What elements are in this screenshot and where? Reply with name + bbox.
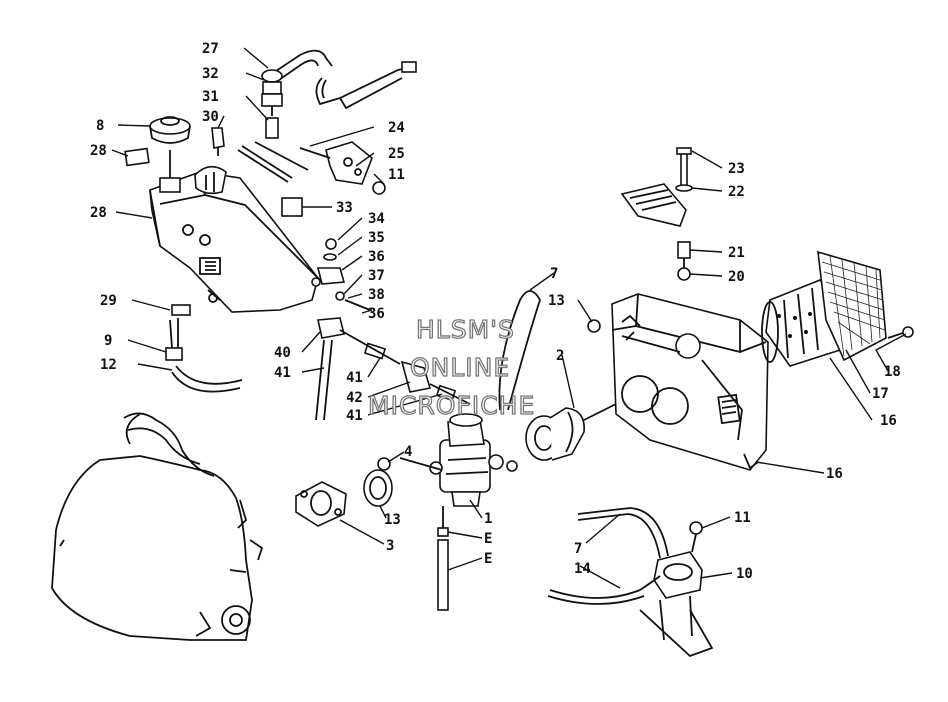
callout-28-lower: 28 xyxy=(90,205,107,221)
watermark-line-2: ONLINE xyxy=(410,353,510,382)
pump-hose-lower xyxy=(547,575,661,605)
carb-clamp-nut xyxy=(377,457,391,471)
callout-14: 14 xyxy=(574,561,591,577)
check-valve xyxy=(261,69,283,116)
callout-E-lower: E xyxy=(484,551,492,567)
callout-41-lower: 41 xyxy=(346,408,363,424)
callout-7-upper: 7 xyxy=(550,266,558,282)
callout-37: 37 xyxy=(368,268,385,284)
callout-16-screen: 16 xyxy=(880,413,897,429)
callout-20: 20 xyxy=(728,269,745,285)
callout-15-box: 16 xyxy=(826,466,843,482)
callout-4: 4 xyxy=(404,444,412,460)
callout-3: 3 xyxy=(386,538,394,554)
silencer-nut xyxy=(587,319,601,333)
label-plate xyxy=(124,147,150,167)
vent-hose xyxy=(269,49,417,110)
callout-25: 25 xyxy=(388,146,405,162)
callout-9: 9 xyxy=(104,333,112,349)
intake-screen xyxy=(817,250,887,362)
callout-2: 2 xyxy=(556,348,564,364)
silencer-mount-bracket xyxy=(620,183,687,227)
callout-13-right: 13 xyxy=(548,293,565,309)
callout-41-mid: 41 xyxy=(346,370,363,386)
callout-31: 31 xyxy=(202,89,219,105)
watermark: HLSM'S ONLINE MICROFICHE xyxy=(367,314,535,420)
callout-labels: 27 32 31 30 8 28 28 24 25 11 33 34 35 36… xyxy=(90,41,901,582)
callout-29: 29 xyxy=(100,293,117,309)
callout-28-upper: 28 xyxy=(90,143,107,159)
fuel-fitting-left xyxy=(165,304,243,393)
leader-lines xyxy=(111,47,907,589)
pulse-hose-upper xyxy=(498,290,541,411)
callout-36-lower: 36 xyxy=(368,306,385,322)
callout-34: 34 xyxy=(368,211,385,227)
tank-bolt xyxy=(237,145,293,183)
watermark-line-3: MICROFICHE xyxy=(368,391,535,420)
drain-tube xyxy=(437,506,449,611)
callout-35: 35 xyxy=(368,230,385,246)
intake-boot xyxy=(525,401,621,461)
filler-fitting xyxy=(194,165,227,195)
intake-flange xyxy=(295,481,347,527)
callout-11-lower: 11 xyxy=(734,510,751,526)
callout-38: 38 xyxy=(368,287,385,303)
tank-cap xyxy=(149,116,191,193)
callout-33: 33 xyxy=(336,200,353,216)
bracket-nut xyxy=(372,181,386,195)
carburetor xyxy=(399,413,518,507)
callout-12: 12 xyxy=(100,357,117,373)
callout-27: 27 xyxy=(202,41,219,57)
callout-17: 17 xyxy=(872,386,889,402)
callout-11-upper: 11 xyxy=(388,167,405,183)
fuel-tank xyxy=(149,171,321,313)
decal xyxy=(281,197,303,217)
hose-fitting xyxy=(265,117,279,139)
watermark-line-1: HLSM'S xyxy=(416,315,515,344)
callout-36-upper: 36 xyxy=(368,249,385,265)
callout-8: 8 xyxy=(96,118,104,134)
carb-gasket xyxy=(363,469,393,507)
elbow-fitting xyxy=(211,127,225,156)
pump-hose-upper xyxy=(577,507,669,559)
washer-stack xyxy=(311,238,371,311)
air-silencer-box xyxy=(611,293,769,471)
fuel-pump xyxy=(639,521,714,658)
tank-bracket xyxy=(325,141,373,185)
callout-18: 18 xyxy=(884,364,901,380)
callout-41-left: 41 xyxy=(274,365,291,381)
callout-24: 24 xyxy=(388,120,405,136)
fuel-valve-assembly xyxy=(315,317,471,421)
callout-22: 22 xyxy=(728,184,745,200)
callout-32: 32 xyxy=(202,66,219,82)
callout-1: 1 xyxy=(484,511,492,527)
callout-10: 10 xyxy=(736,566,753,582)
callout-23: 23 xyxy=(728,161,745,177)
callout-7-lower: 7 xyxy=(574,541,582,557)
engine-block xyxy=(51,412,264,641)
callout-30: 30 xyxy=(202,109,219,125)
callout-E-upper: E xyxy=(484,531,492,547)
bracket-bolt xyxy=(299,147,331,159)
callout-13-left: 13 xyxy=(384,512,401,528)
callout-21: 21 xyxy=(728,245,745,261)
callout-42: 42 xyxy=(346,390,363,406)
callout-40: 40 xyxy=(274,345,291,361)
